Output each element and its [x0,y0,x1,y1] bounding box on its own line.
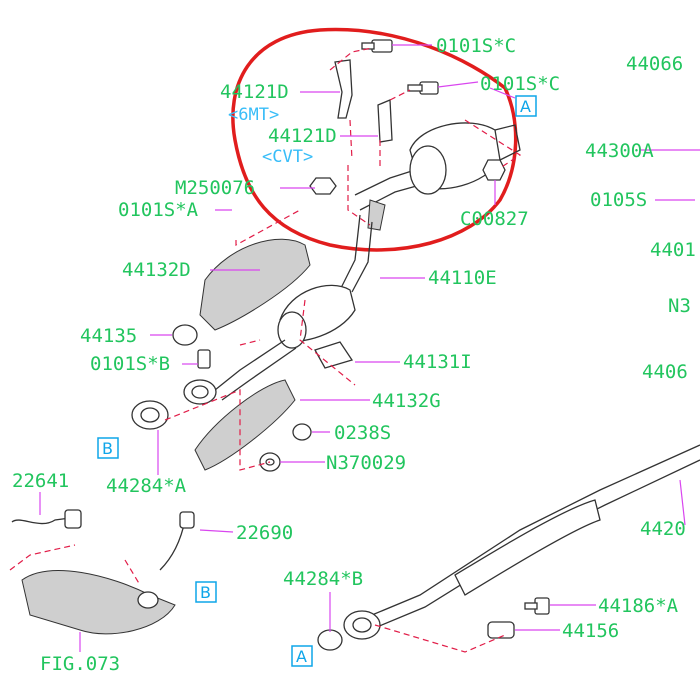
label-4420: 4420 [640,518,686,540]
highlight-circle [231,27,518,252]
label-44156: 44156 [562,620,619,642]
label-n370029: N370029 [326,452,406,474]
nut-m250076 [309,177,337,195]
label-fig073: FIG.073 [40,653,120,675]
nut-0238s [292,423,312,441]
label-6mt: <6MT> [228,105,279,125]
label-44135: 44135 [80,325,137,347]
front-pipe-upper [354,122,521,231]
gasket-upper [183,379,217,405]
dashed-lines [9,47,522,653]
bolt-0101sc-top [361,39,393,53]
label-0238s: 0238S [334,422,391,444]
label-44121d-a: 44121D [220,81,289,103]
ref-box-b-lower: B [195,581,217,603]
label-0101sc-mid: 0101S*C [480,73,560,95]
ref-box-a-top: A [515,95,537,117]
ring-gasket-lower [317,629,343,651]
ref-a-top-text: A [520,97,531,116]
ref-a-bottom-text: A [296,647,307,666]
bracket-44121d-6mt [334,59,353,119]
bolt-0101sc-mid [407,81,439,95]
label-n3: N3 [668,295,691,317]
leader-lines [39,44,700,652]
sensor-22641 [11,509,82,529]
label-4406: 4406 [642,361,688,383]
label-44132d: 44132D [122,259,191,281]
label-0101sb: 0101S*B [90,353,170,375]
label-4401: 4401 [650,239,696,261]
label-cvt: <CVT> [262,147,313,167]
ref-b-left-text: B [102,439,113,458]
label-0101sa: 0101S*A [118,199,199,221]
label-0105s: 0105S [590,189,647,211]
heat-shield-44132d [199,238,311,331]
label-44284a: 44284*A [106,475,187,497]
label-22690: 22690 [236,522,293,544]
label-22641: 22641 [12,470,69,492]
label-44110e: 44110E [428,267,497,289]
heat-shield-44132g [194,379,296,471]
label-44284b: 44284*B [283,568,363,590]
gasket-44284b [343,610,381,640]
ref-box-b-left: B [97,437,119,459]
label-44186a: 44186*A [598,595,679,617]
ref-box-a-bottom: A [291,645,313,667]
label-44132g: 44132G [372,390,441,412]
bolt-0101sb [197,349,211,369]
center-pipe [359,444,700,633]
ref-b-lower-text: B [200,583,211,602]
gasket-44284a [131,400,169,430]
label-m250076: M250076 [175,177,255,199]
label-44131i: 44131I [403,351,472,373]
clamp-44135 [172,324,198,346]
spring-44156 [487,621,515,639]
label-0101sc-top: 0101S*C [436,35,516,57]
bracket-44121d-cvt [377,99,393,143]
cover-44131i [314,341,354,369]
label-44066: 44066 [626,53,683,75]
label-44300a: 44300A [585,140,654,162]
exhaust-manifold [21,570,176,635]
bolt-44186a [524,597,550,615]
nut-c00827 [482,159,506,181]
sensor-22690 [159,511,195,571]
label-c00827: C00827 [460,208,529,230]
label-44121d-b: 44121D [268,125,337,147]
